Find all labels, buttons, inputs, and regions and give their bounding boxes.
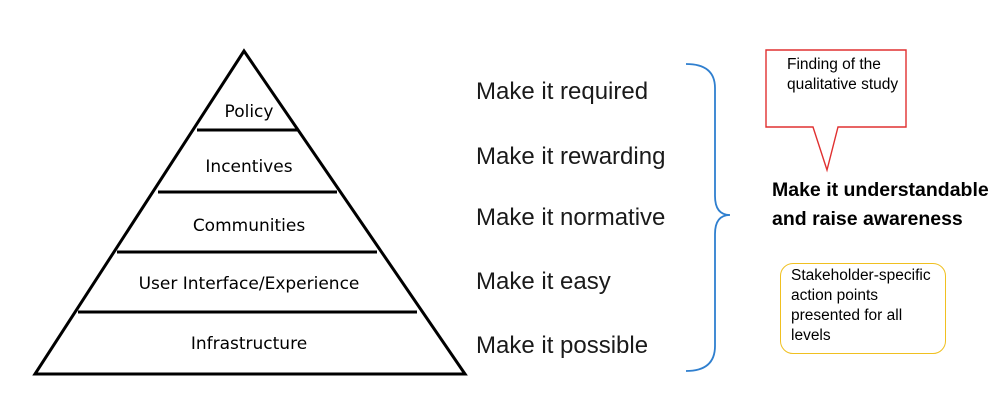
action-statement-easy: Make it easy [476,268,611,295]
pyramid-level-label: User Interface/Experience [139,274,360,294]
action-points-box: Stakeholder-specific action points prese… [780,263,946,354]
main-message: Make it understandable and raise awarene… [772,179,989,230]
action-statement-normative: Make it normative [476,204,666,231]
action-statement-rewarding: Make it rewarding [476,143,666,170]
action-statement-possible: Make it possible [476,332,649,359]
pyramid-level-label: Communities [193,216,306,236]
pyramid-level-label: Infrastructure [191,334,307,354]
pyramid-level-label: Policy [225,102,274,122]
callout-text: Finding of the qualitative study [787,56,899,93]
pyramid-outline [32,48,468,376]
callout-bubble [765,49,907,173]
pyramid-level-label: Incentives [205,157,292,177]
curly-brace [685,63,731,372]
action-statement-required: Make it required [476,78,649,105]
action-points-text: Stakeholder-specific action points prese… [791,267,931,344]
